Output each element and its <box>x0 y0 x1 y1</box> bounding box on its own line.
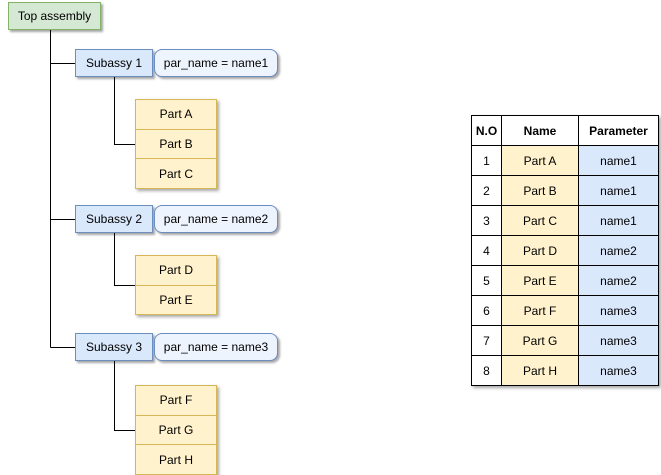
parts-stack-3: Part F Part G Part H <box>135 385 217 475</box>
table-cell-no: 8 <box>472 356 502 386</box>
table-cell-name: Part G <box>502 326 579 356</box>
table-cell-parameter: name3 <box>579 326 659 356</box>
part-item: Part C <box>136 158 216 188</box>
table-header-no: N.O <box>472 116 502 146</box>
part-item: Part A <box>159 107 193 122</box>
subassy1-node: Subassy 1 <box>75 49 153 77</box>
branch-parts1 <box>114 77 135 145</box>
table-cell-parameter: name2 <box>579 236 659 266</box>
table-cell-no: 6 <box>472 296 502 326</box>
part-item: Part H <box>136 444 216 474</box>
part-item: Part B <box>136 128 216 159</box>
table-cell-no: 4 <box>472 236 502 266</box>
table-cell-parameter: name2 <box>579 266 659 296</box>
table-cell-no: 7 <box>472 326 502 356</box>
part-item: Part E <box>136 284 216 315</box>
branch-parts3 <box>114 361 135 431</box>
table-cell-name: Part A <box>502 146 579 176</box>
table-cell-no: 2 <box>472 176 502 206</box>
subassy3-parameter-node: par_name = name3 <box>154 333 278 361</box>
table-cell-name: Part B <box>502 176 579 206</box>
top-assembly-node: Top assembly <box>8 2 101 30</box>
table-cell-name: Part D <box>502 236 579 266</box>
table-cell-name: Part F <box>502 296 579 326</box>
subassy3-node: Subassy 3 <box>75 333 153 361</box>
branch-parts2 <box>114 233 135 286</box>
table-cell-no: 3 <box>472 206 502 236</box>
table-cell-no: 1 <box>472 146 502 176</box>
table-cell-parameter: name1 <box>579 176 659 206</box>
table-cell-name: Part C <box>502 206 579 236</box>
table-cell-parameter: name3 <box>579 356 659 386</box>
table-cell-name: Part H <box>502 356 579 386</box>
subassy2-parameter-node: par_name = name2 <box>154 205 278 233</box>
part-item: Part D <box>158 263 193 278</box>
part-item: Part F <box>159 393 193 408</box>
table-cell-no: 5 <box>472 266 502 296</box>
table-header-name: Name <box>502 116 579 146</box>
part-item: Part G <box>136 414 216 445</box>
bom-table: N.O Name Parameter 1 Part A name1 2 Part… <box>471 115 659 386</box>
table-cell-parameter: name3 <box>579 296 659 326</box>
table-cell-name: Part E <box>502 266 579 296</box>
table-cell-parameter: name1 <box>579 146 659 176</box>
parts-stack-2: Part D Part E <box>135 255 217 315</box>
subassy1-parameter-node: par_name = name1 <box>154 49 278 77</box>
table-cell-parameter: name1 <box>579 206 659 236</box>
parts-stack-1: Part A Part B Part C <box>135 99 217 189</box>
subassy2-node: Subassy 2 <box>75 205 153 233</box>
table-header-parameter: Parameter <box>579 116 659 146</box>
